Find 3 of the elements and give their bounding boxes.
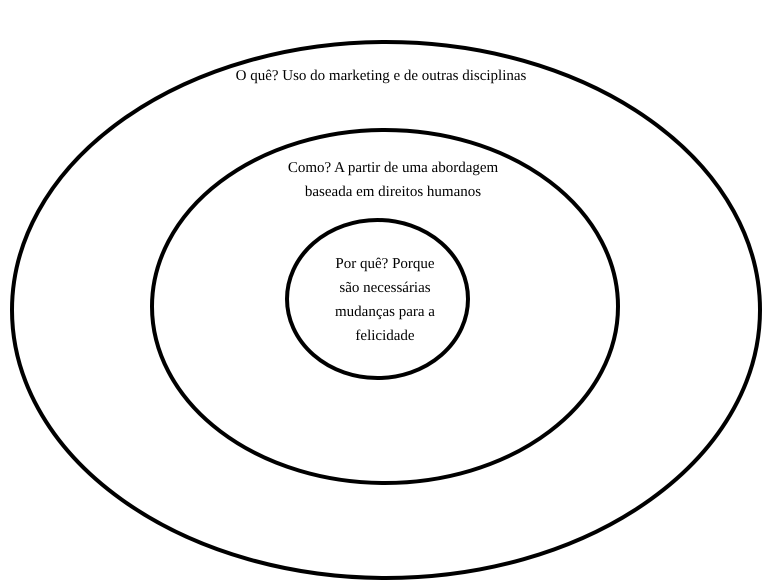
ring-label: O quê? Uso do marketing e de outras disciplinas [234,67,528,86]
ring-label: Como? A partir de uma abordagem baseada em direitos humanos [286,159,500,202]
ring-label: Por quê? Porque são necessárias mudanças para a felicidade [334,255,436,346]
